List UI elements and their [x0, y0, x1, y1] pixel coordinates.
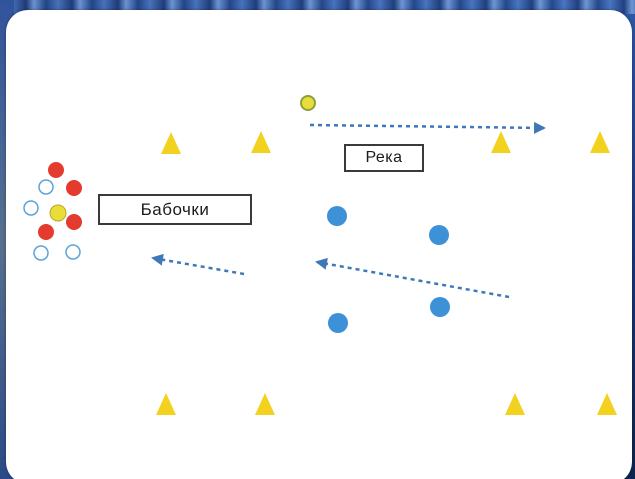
butterflies-label: Бабочки [98, 194, 252, 225]
dashed-arrow-icon [309, 121, 546, 134]
player-blue-icon [328, 313, 348, 333]
player-blue-icon [429, 225, 449, 245]
player-outline-icon [33, 245, 49, 261]
cone-icon [505, 393, 525, 415]
player-red-icon [48, 162, 64, 178]
cone-icon [491, 131, 511, 153]
drill-board: Река Бабочки [6, 10, 632, 479]
cone-icon [590, 131, 610, 153]
player-outline-icon [23, 200, 39, 216]
player-red-icon [66, 180, 82, 196]
player-outline-icon [38, 179, 54, 195]
player-red-icon [38, 224, 54, 240]
cone-icon [597, 393, 617, 415]
cone-icon [251, 131, 271, 153]
player-blue-icon [327, 206, 347, 226]
player-outline-icon [65, 244, 81, 260]
player-red-icon [66, 214, 82, 230]
dashed-arrow-icon [315, 257, 510, 299]
cone-icon [156, 393, 176, 415]
river-label: Река [344, 144, 424, 172]
cone-icon [161, 132, 181, 154]
cone-icon [255, 393, 275, 415]
ball-icon [300, 95, 316, 111]
player-yellow-icon [49, 204, 67, 222]
player-blue-icon [430, 297, 450, 317]
dashed-arrow-icon [151, 253, 245, 276]
drill-diagram [23, 95, 617, 415]
